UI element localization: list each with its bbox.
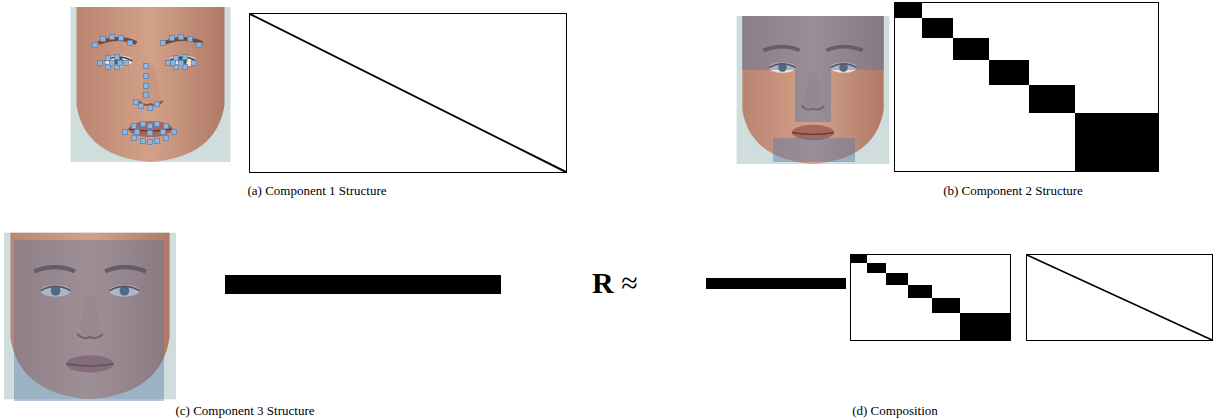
matrix-blocks — [895, 3, 1158, 171]
landmark-points — [95, 37, 199, 142]
region-overlay — [14, 240, 164, 401]
figure-caption: (c) Component 3 Structure — [176, 403, 315, 418]
face-photo — [737, 16, 890, 164]
matrix-frame — [895, 3, 1159, 172]
matrix-bar — [706, 278, 846, 289]
equation-text: R ≈ — [592, 266, 638, 300]
region-overlay — [742, 16, 884, 162]
face-photo — [71, 7, 231, 162]
matrix-frame — [1027, 255, 1213, 341]
figure-caption: (b) Component 2 Structure — [943, 183, 1083, 198]
figure-caption: (d) Composition — [852, 403, 938, 418]
matrix-bar — [225, 275, 501, 294]
matrix-blocks — [851, 255, 1010, 340]
matrix-frame — [851, 255, 1011, 341]
matrix-diagonal — [1027, 255, 1212, 340]
figure-caption: (a) Component 1 Structure — [248, 183, 387, 198]
matrix-diagonal — [250, 14, 566, 172]
matrix-frame — [250, 14, 567, 173]
